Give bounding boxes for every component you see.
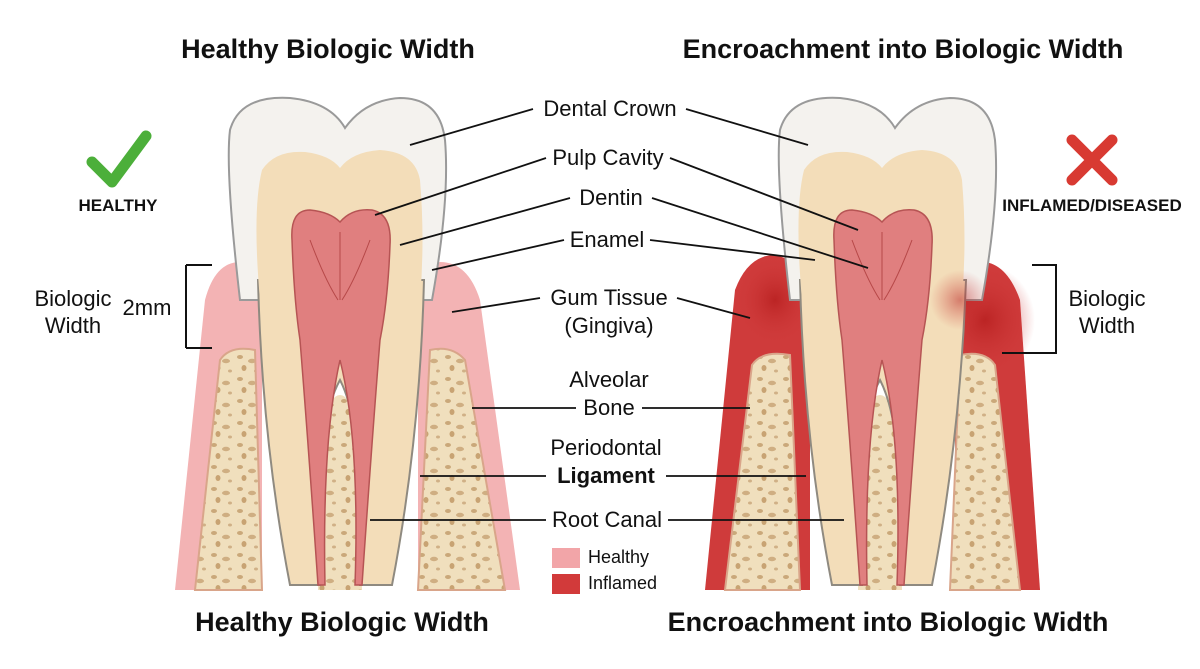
- label-alveolar-bone: Alveolar Bone: [569, 367, 649, 420]
- check-icon: [86, 130, 152, 188]
- label-root-canal: Root Canal: [551, 507, 663, 532]
- healthy-bone-right: [416, 347, 507, 591]
- title-bottom-left: Healthy Biologic Width: [195, 607, 489, 637]
- biologic-width-label-right: Biologic Width: [1068, 286, 1146, 338]
- legend-item-inflamed: Inflamed: [552, 573, 657, 594]
- label-periodontal-ligament: Periodontal Ligament: [550, 435, 662, 488]
- biologic-width-bracket-right: [1002, 264, 1057, 354]
- title-top-left: Healthy Biologic Width: [181, 34, 475, 64]
- biologic-width-bracket-left: [185, 264, 212, 349]
- healthy-bone-interradicular: [318, 395, 362, 590]
- title-top-right: Encroachment into Biologic Width: [682, 34, 1124, 64]
- inflamed-pulp: [833, 209, 933, 586]
- x-mark-icon: [1066, 134, 1118, 186]
- label-dentin: Dentin: [579, 185, 643, 210]
- biologic-width-label-left: Biologic Width: [34, 286, 112, 338]
- legend-swatch-inflamed: [552, 573, 580, 594]
- status-diseased: INFLAMED/DISEASED: [1002, 196, 1182, 215]
- legend-item-healthy: Healthy: [552, 547, 649, 568]
- biologic-width-measure: 2mm: [122, 295, 172, 320]
- healthy-bone-left: [193, 347, 264, 591]
- label-pulp-cavity: Pulp Cavity: [552, 145, 664, 170]
- leader-lines: [370, 108, 869, 521]
- label-enamel: Enamel: [569, 227, 645, 252]
- healthy-pulp: [291, 209, 391, 586]
- title-bottom-right: Encroachment into Biologic Width: [667, 607, 1109, 637]
- healthy-dentin-root: [256, 279, 426, 586]
- inflamed-bone-left: [723, 352, 802, 591]
- legend-swatch-healthy: [552, 547, 580, 568]
- inflamed-tooth-illustration: [705, 96, 1040, 591]
- inflamed-dentin-root: [798, 279, 968, 586]
- healthy-tooth-illustration: [175, 96, 520, 591]
- label-dental-crown: Dental Crown: [543, 96, 677, 121]
- status-healthy: HEALTHY: [78, 196, 158, 215]
- label-gum-tissue: Gum Tissue (Gingiva): [550, 285, 668, 338]
